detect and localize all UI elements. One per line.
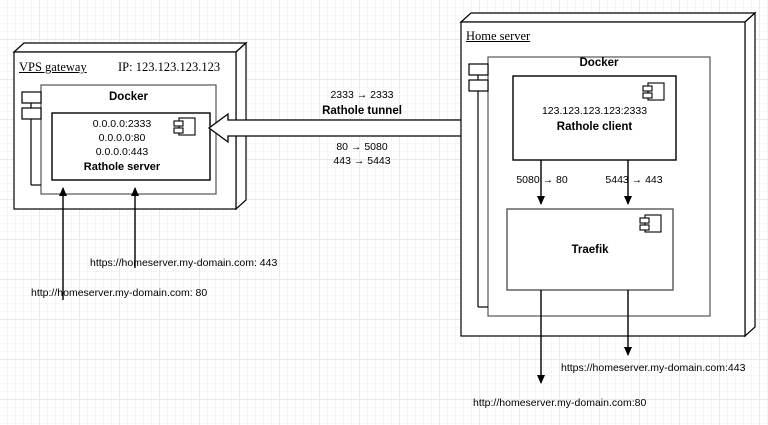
client-to-traefik-arrows xyxy=(537,160,632,205)
vps-gateway-title: VPS gateway xyxy=(19,60,87,74)
home-docker-label: Docker xyxy=(579,57,619,69)
vps-docker-connectors xyxy=(21,91,42,186)
rathole-client-name: Rathole client xyxy=(556,121,633,133)
tunnel-top-ports: 2333 → 2333 xyxy=(330,89,394,101)
traefik-component-icon xyxy=(639,214,662,233)
home-endpoint-http: http://homeserver.my-domain.com:80 xyxy=(473,397,647,409)
home-endpoint-https: https://homeserver.my-domain.com:443 xyxy=(561,362,746,374)
vps-endpoint-https: https://homeserver.my-domain.com: 443 xyxy=(90,257,278,269)
home-port-map-right: 5443 → 443 xyxy=(605,174,663,186)
rathole-server-addr-1: 0.0.0.0:2333 xyxy=(92,118,152,130)
vps-inbound-arrows xyxy=(59,187,139,300)
vps-docker-label: Docker xyxy=(109,91,148,103)
rathole-client-component-icon xyxy=(642,82,665,101)
rathole-server-name: Rathole server xyxy=(83,161,161,173)
rathole-client-address: 123.123.123.123:2333 xyxy=(541,105,648,117)
rathole-server-component-icon xyxy=(173,117,196,136)
tunnel-top-name: Rathole tunnel xyxy=(322,105,402,117)
home-port-map-left: 5080 → 80 xyxy=(516,174,568,186)
home-server-title: Home server xyxy=(466,29,531,43)
tunnel-bottom-line-1: 80 → 5080 xyxy=(336,141,388,153)
tunnel-bottom-line-2: 443 → 5443 xyxy=(333,155,391,167)
vps-ip-label: IP: 123.123.123.123 xyxy=(118,60,221,74)
rathole-server-addr-3: 0.0.0.0:443 xyxy=(95,146,149,158)
home-docker-connectors xyxy=(468,63,489,308)
vps-endpoint-http: http://homeserver.my-domain.com: 80 xyxy=(31,287,208,299)
rathole-server-addr-2: 0.0.0.0:80 xyxy=(98,132,146,144)
traefik-outbound-arrows xyxy=(537,290,632,384)
traefik-name: Traefik xyxy=(571,244,609,256)
rathole-client-box xyxy=(512,75,677,161)
